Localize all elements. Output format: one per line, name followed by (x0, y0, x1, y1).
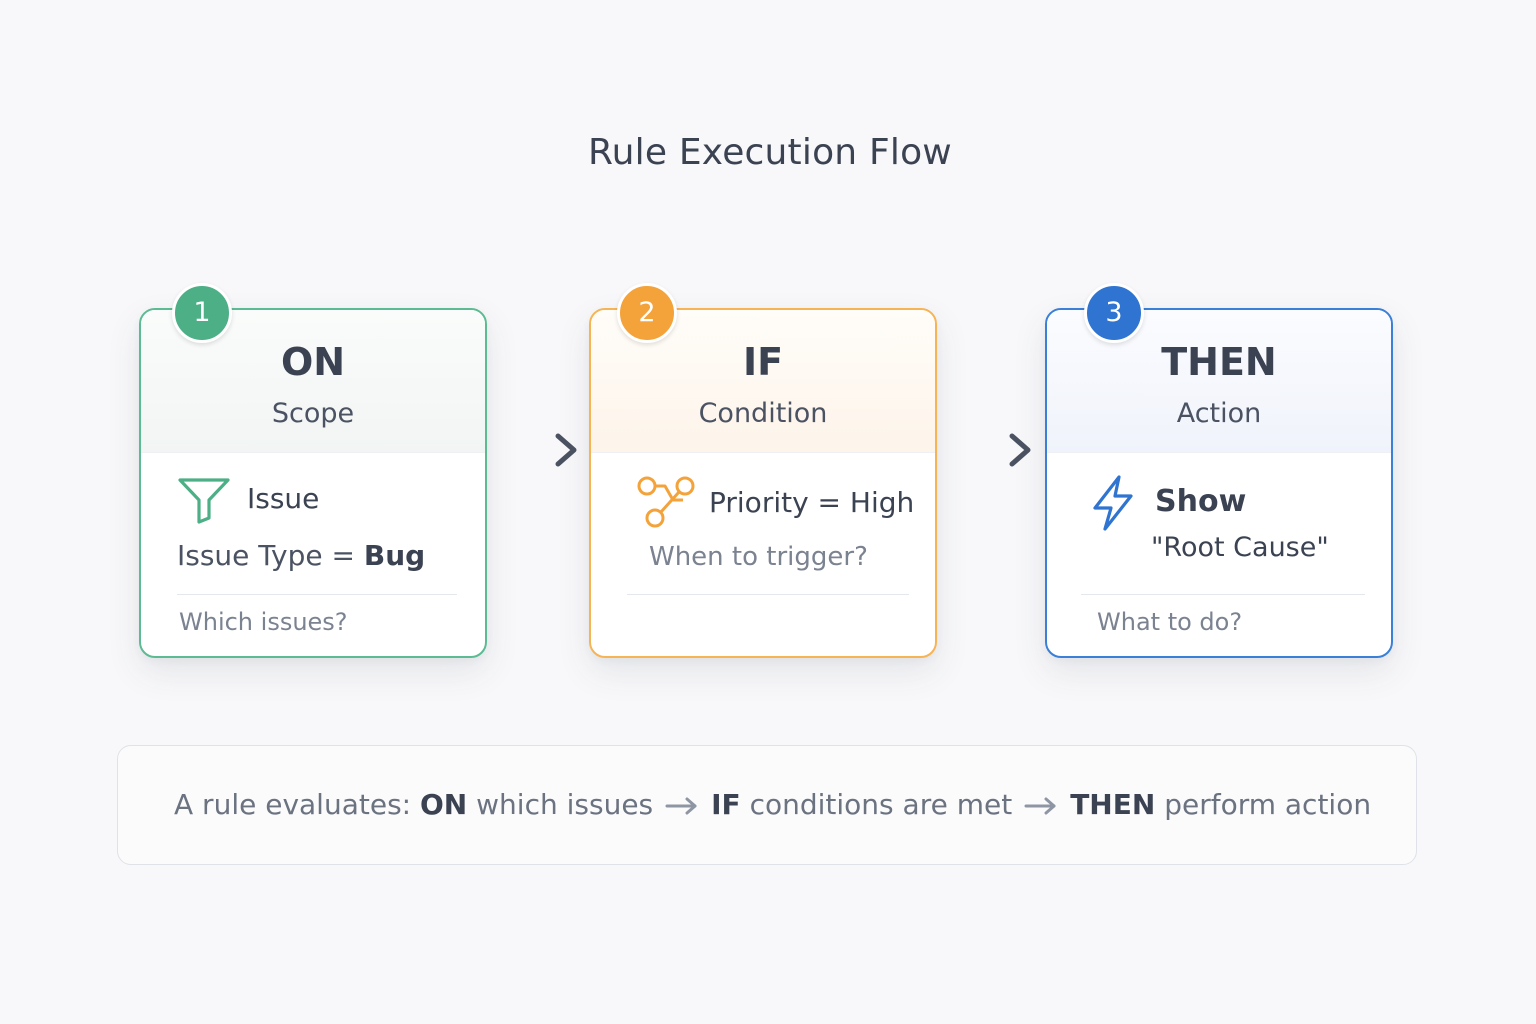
scope-secondary-value: Bug (363, 539, 426, 572)
scope-secondary-prefix: Issue Type = (177, 539, 355, 572)
action-divider (1081, 594, 1365, 595)
scope-primary: Issue (247, 482, 320, 515)
condition-divider (627, 594, 909, 595)
summary-prefix: A rule evaluates: (174, 788, 412, 821)
action-keyword: THEN (1161, 340, 1277, 384)
scope-card: ON Scope 1 Issue Issue Type = Bug Which … (139, 283, 487, 658)
summary-kw-then: THEN (1070, 788, 1156, 821)
action-subtitle: Action (1176, 398, 1262, 429)
step-3-badge: 3 (1084, 283, 1144, 343)
flow-arrow-2 (952, 433, 1031, 467)
step-1-badge: 1 (172, 283, 232, 343)
summary-box: A rule evaluates: ON which issues IF cond… (117, 745, 1417, 865)
branch-icon (637, 476, 695, 528)
flow-arrow-1 (498, 433, 577, 467)
condition-keyword: IF (742, 340, 784, 384)
summary-text-if: conditions are met (749, 788, 1013, 821)
scope-question: Which issues? (179, 608, 348, 636)
summary-kw-on: ON (420, 788, 468, 821)
condition-card-header: IF Condition (591, 310, 935, 453)
scope-keyword: ON (280, 340, 346, 384)
condition-subtitle: Condition (698, 398, 828, 429)
condition-card: IF Condition 2 Priority = High When to t… (589, 283, 937, 658)
summary-arrow-2-icon (1024, 797, 1056, 815)
summary-line: A rule evaluates: ON which issues IF cond… (174, 788, 1371, 821)
filter-icon (178, 478, 230, 524)
action-secondary: "Root Cause" (1151, 532, 1329, 563)
step-2-badge: 2 (617, 283, 677, 343)
action-question: What to do? (1097, 608, 1243, 636)
scope-secondary: Issue Type = Bug (177, 539, 425, 572)
summary-arrow-1-icon (665, 797, 697, 815)
summary-kw-if: IF (711, 788, 741, 821)
condition-primary: Priority = High (709, 486, 915, 519)
summary-text-then: perform action (1164, 788, 1372, 821)
condition-question: When to trigger? (649, 542, 868, 572)
lightning-icon (1093, 475, 1133, 531)
diagram-title: Rule Execution Flow (588, 132, 952, 173)
summary-text-on: which issues (476, 788, 654, 821)
scope-divider (177, 594, 457, 595)
action-primary: Show (1155, 484, 1247, 519)
scope-subtitle: Scope (271, 398, 355, 429)
action-card: THEN Action 3 Show "Root Cause" What to … (1045, 283, 1393, 658)
